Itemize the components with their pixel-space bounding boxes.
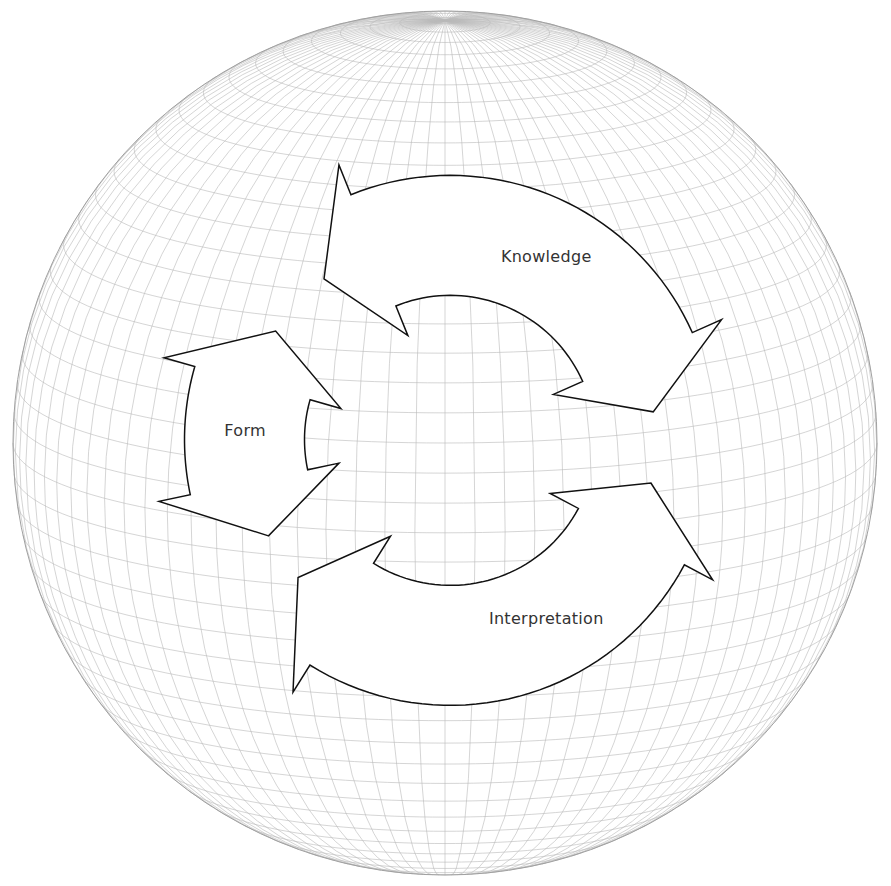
- curved-arrow-node: Form: [156, 328, 344, 539]
- arrow-outline-svg: [290, 480, 716, 708]
- arrow-label: Form: [224, 421, 266, 440]
- sphere-grid: [13, 11, 877, 875]
- arrow-label: Knowledge: [501, 247, 592, 266]
- curved-arrow-node: Interpretation: [290, 480, 716, 708]
- arrow-label: Interpretation: [489, 609, 604, 628]
- arrow-outline-svg: [321, 162, 725, 415]
- sphere-outline: [13, 11, 877, 875]
- curved-arrow-node: Knowledge: [321, 162, 725, 415]
- curved-arrow: [293, 483, 713, 705]
- curved-arrow: [159, 331, 341, 536]
- curved-arrow: [324, 165, 722, 412]
